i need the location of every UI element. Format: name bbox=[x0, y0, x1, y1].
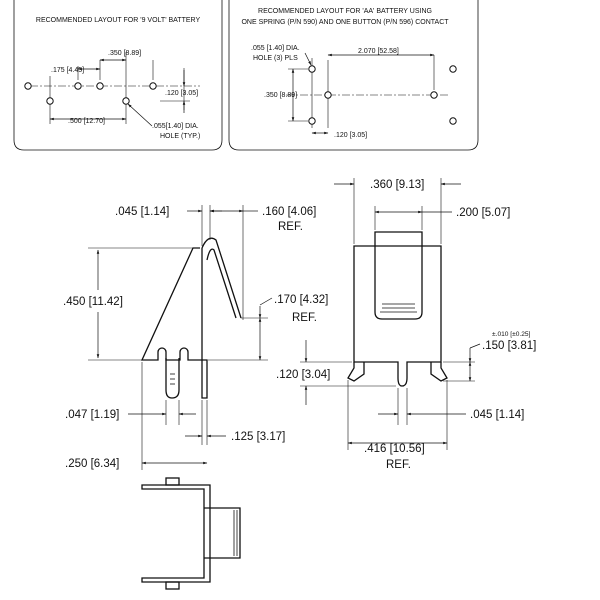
dim-tolerance: ±.010 [±0.25] bbox=[492, 331, 531, 338]
dim-360: .360 [9.13] bbox=[370, 179, 424, 191]
hole bbox=[96, 82, 104, 90]
hole bbox=[430, 91, 438, 99]
aa-hole-note-2: HOLE (3) PLS bbox=[253, 55, 298, 62]
dim-250: .250 [6.34] bbox=[65, 458, 119, 470]
dim-500: .500 [12.70] bbox=[68, 118, 105, 125]
nine-volt-title: RECOMMENDED LAYOUT FOR '9 VOLT' BATTERY bbox=[36, 17, 201, 24]
dim-160-ref: REF. bbox=[278, 221, 303, 233]
dim-120: .120 [3.04] bbox=[276, 369, 330, 381]
hole bbox=[449, 65, 457, 73]
aa-dim-350: .350 [8.89] bbox=[264, 92, 297, 99]
hole bbox=[46, 97, 54, 105]
dim-170-ref: REF. bbox=[292, 312, 317, 324]
aa-dim-120: .120 [3.05] bbox=[334, 132, 367, 139]
hole-note-1: .055[1.40] DIA. bbox=[152, 123, 199, 130]
hole bbox=[74, 82, 82, 90]
dim-045-front: .045 [1.14] bbox=[470, 409, 524, 421]
hole bbox=[24, 82, 32, 90]
dim-175: .175 [4.45] bbox=[51, 67, 84, 74]
hole bbox=[324, 91, 332, 99]
dim-150: .150 [3.81] bbox=[482, 340, 536, 352]
aa-dim-2070: 2.070 [52.58] bbox=[358, 48, 399, 55]
dim-125: .125 [3.17] bbox=[231, 431, 285, 443]
dim-350: .350 [8.89] bbox=[108, 50, 141, 57]
dim-047: .047 [1.19] bbox=[65, 409, 119, 421]
side-view: .045 [1.14] .160 [4.06] REF. .450 [11.42… bbox=[63, 205, 328, 470]
dim-045: .045 [1.14] bbox=[115, 206, 169, 218]
dim-170: .170 [4.32] bbox=[274, 294, 328, 306]
aa-title-1: RECOMMENDED LAYOUT FOR 'AA' BATTERY USIN… bbox=[258, 8, 432, 15]
dim-450: .450 [11.42] bbox=[63, 296, 123, 308]
panel-frames bbox=[13, 0, 479, 151]
dim-120: .120 [3.05] bbox=[165, 90, 198, 97]
hole bbox=[149, 82, 157, 90]
aa-hole-note-1: .055 [1.40] DIA. bbox=[251, 45, 300, 52]
dim-416: .416 [10.56] bbox=[364, 443, 425, 455]
hole bbox=[449, 117, 457, 125]
aa-layout: RECOMMENDED LAYOUT FOR 'AA' BATTERY USIN… bbox=[241, 8, 457, 139]
nine-volt-layout: RECOMMENDED LAYOUT FOR '9 VOLT' BATTERY … bbox=[24, 17, 201, 140]
hole bbox=[308, 65, 316, 73]
aa-title-2: ONE SPRING (P/N 590) AND ONE BUTTON (P/N… bbox=[241, 19, 449, 26]
dim-200: .200 [5.07] bbox=[456, 207, 510, 219]
hole bbox=[122, 97, 130, 105]
dim-160: .160 [4.06] bbox=[262, 206, 316, 218]
dim-416-ref: REF. bbox=[386, 459, 411, 471]
hole bbox=[308, 117, 316, 125]
bottom-view bbox=[141, 477, 241, 590]
hole-note-2: HOLE (TYP.) bbox=[160, 133, 200, 140]
front-view: .360 [9.13] .200 [5.07] ±.010 [±0.25] .1… bbox=[276, 178, 536, 471]
